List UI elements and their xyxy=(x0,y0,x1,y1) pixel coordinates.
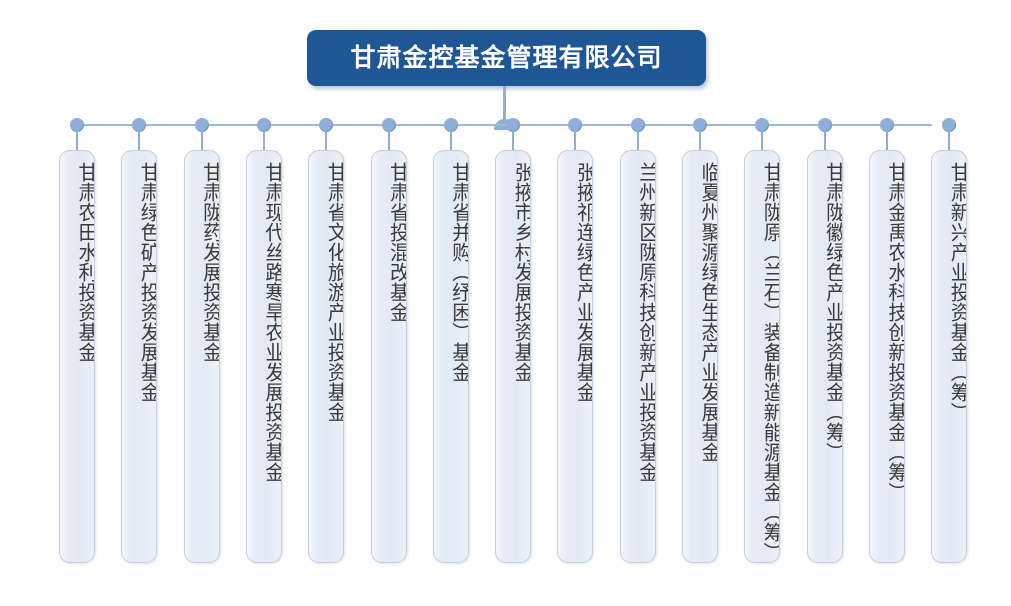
node-connector-dot xyxy=(256,118,271,132)
fund-node-4[interactable]: 甘肃现代丝路寒旱农业发展投资基金 xyxy=(245,150,282,563)
node-connector-stem xyxy=(138,130,141,152)
node-connector-stem xyxy=(823,130,826,152)
node-connector-dot xyxy=(755,118,770,132)
fund-node-1[interactable]: 甘肃农田水利投资基金 xyxy=(59,150,95,563)
node-connector-stem xyxy=(761,130,764,152)
fund-node-label: 临夏州聚源绿色生态产业发展基金 xyxy=(698,162,718,462)
node-connector-dot xyxy=(506,118,521,132)
fund-node-15[interactable]: 甘肃新兴产业投资基金（筹） xyxy=(931,150,968,563)
node-connector-dot xyxy=(70,118,84,132)
node-connector-dot xyxy=(194,118,209,132)
horizontal-bus-line xyxy=(70,124,932,126)
fund-node-label: 张掖市乡村发展投资基金 xyxy=(511,162,532,382)
node-connector-stem xyxy=(387,130,390,152)
fund-node-14[interactable]: 甘肃金禹农水科技创新投资基金（筹） xyxy=(868,150,905,563)
fund-node-6[interactable]: 甘肃省投混改基金 xyxy=(370,150,407,563)
fund-node-7[interactable]: 甘肃省并购（纾困）基金 xyxy=(432,150,469,563)
fund-node-5[interactable]: 甘肃省文化旅游产业投资基金 xyxy=(308,150,345,563)
node-connector-stem xyxy=(636,130,639,152)
node-connector-stem xyxy=(325,130,328,152)
root-node-company[interactable]: 甘肃金控基金管理有限公司 xyxy=(307,30,706,86)
fund-node-label: 张掖祁连绿色产业发展基金 xyxy=(573,162,594,402)
fund-node-label: 甘肃省文化旅游产业投资基金 xyxy=(324,162,345,422)
node-connector-stem xyxy=(512,130,515,152)
fund-node-label: 甘肃陇徽绿色产业投资基金（筹） xyxy=(822,162,843,462)
node-connector-stem xyxy=(449,130,452,152)
node-connector-dot xyxy=(693,118,707,132)
node-connector-dot xyxy=(381,118,396,132)
node-connector-dot xyxy=(568,118,583,132)
fund-node-13[interactable]: 甘肃陇徽绿色产业投资基金（筹） xyxy=(806,150,843,563)
node-connector-stem xyxy=(574,130,577,152)
node-connector-dot xyxy=(132,118,147,132)
node-connector-dot xyxy=(942,118,957,132)
node-connector-stem xyxy=(948,130,951,152)
node-connector-stem xyxy=(76,130,78,152)
fund-node-11[interactable]: 临夏州聚源绿色生态产业发展基金 xyxy=(682,150,718,563)
fund-node-12[interactable]: 甘肃陇原（兰石）装备制造新能源基金（筹） xyxy=(744,150,781,563)
fund-node-8[interactable]: 张掖市乡村发展投资基金 xyxy=(495,150,532,563)
node-connector-stem xyxy=(262,130,265,152)
fund-node-label: 兰州新区陇原科技创新产业投资基金 xyxy=(635,162,656,482)
fund-node-2[interactable]: 甘肃绿色矿产投资发展基金 xyxy=(121,150,158,563)
node-connector-dot xyxy=(879,118,894,132)
node-connector-dot xyxy=(817,118,832,132)
fund-node-label: 甘肃陇原（兰石）装备制造新能源基金（筹） xyxy=(760,162,781,562)
node-connector-dot xyxy=(443,118,458,132)
fund-node-3[interactable]: 甘肃陇药发展投资基金 xyxy=(183,150,220,563)
fund-node-label: 甘肃农田水利投资基金 xyxy=(75,162,95,362)
fund-node-label: 甘肃新兴产业投资基金（筹） xyxy=(947,162,968,422)
fund-node-label: 甘肃省并购（纾困）基金 xyxy=(448,162,469,382)
fund-node-label: 甘肃金禹农水科技创新投资基金（筹） xyxy=(884,162,905,502)
node-connector-stem xyxy=(699,130,701,152)
fund-node-label: 甘肃省投混改基金 xyxy=(386,162,407,322)
node-connector-dot xyxy=(319,118,334,132)
fund-node-label: 甘肃现代丝路寒旱农业发展投资基金 xyxy=(261,162,282,482)
root-node-label: 甘肃金控基金管理有限公司 xyxy=(350,43,663,72)
node-connector-stem xyxy=(200,130,203,152)
fund-node-9[interactable]: 张掖祁连绿色产业发展基金 xyxy=(557,150,594,563)
fund-node-label: 甘肃绿色矿产投资发展基金 xyxy=(137,162,158,402)
root-connector-stem xyxy=(503,86,506,126)
node-connector-stem xyxy=(885,130,888,152)
node-connector-dot xyxy=(630,118,645,132)
fund-node-label: 甘肃陇药发展投资基金 xyxy=(199,162,220,362)
fund-node-10[interactable]: 兰州新区陇原科技创新产业投资基金 xyxy=(619,150,656,563)
